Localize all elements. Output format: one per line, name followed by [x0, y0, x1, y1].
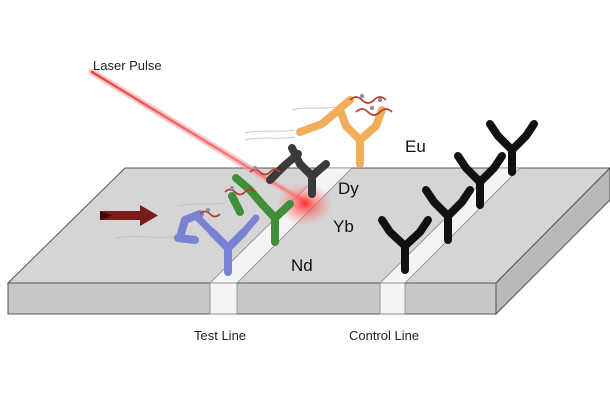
- yb-label: Yb: [333, 217, 354, 236]
- strip-side-face: [495, 167, 610, 316]
- antibody-eu-icon: [296, 96, 386, 168]
- antibody-control-1-icon: [378, 216, 432, 274]
- control-line-label: Control Line: [349, 328, 419, 343]
- laser-spot: [277, 182, 333, 226]
- test-line-label: Test Line: [194, 328, 246, 343]
- label-dots: [206, 93, 383, 212]
- antibody-nd-icon: [174, 210, 260, 276]
- strip-front-face: [7, 282, 497, 315]
- flow-arrow-icon: [100, 205, 158, 226]
- control-antibodies: [378, 120, 538, 274]
- control-line-band-front: [379, 282, 406, 315]
- test-line-band-front: [209, 282, 238, 315]
- antibody-control-3-icon: [454, 152, 506, 209]
- antibody-yb-icon: [228, 174, 294, 246]
- flow-streaks: [114, 106, 336, 239]
- laser-pulse-label: Laser Pulse: [93, 58, 162, 73]
- antibody-control-4-icon: [486, 120, 538, 176]
- antibody-control-2-icon: [422, 186, 474, 244]
- eu-label: Eu: [405, 137, 426, 156]
- antibody-dy-icon: [266, 144, 330, 198]
- dy-label: Dy: [338, 179, 359, 198]
- nd-label: Nd: [291, 256, 313, 275]
